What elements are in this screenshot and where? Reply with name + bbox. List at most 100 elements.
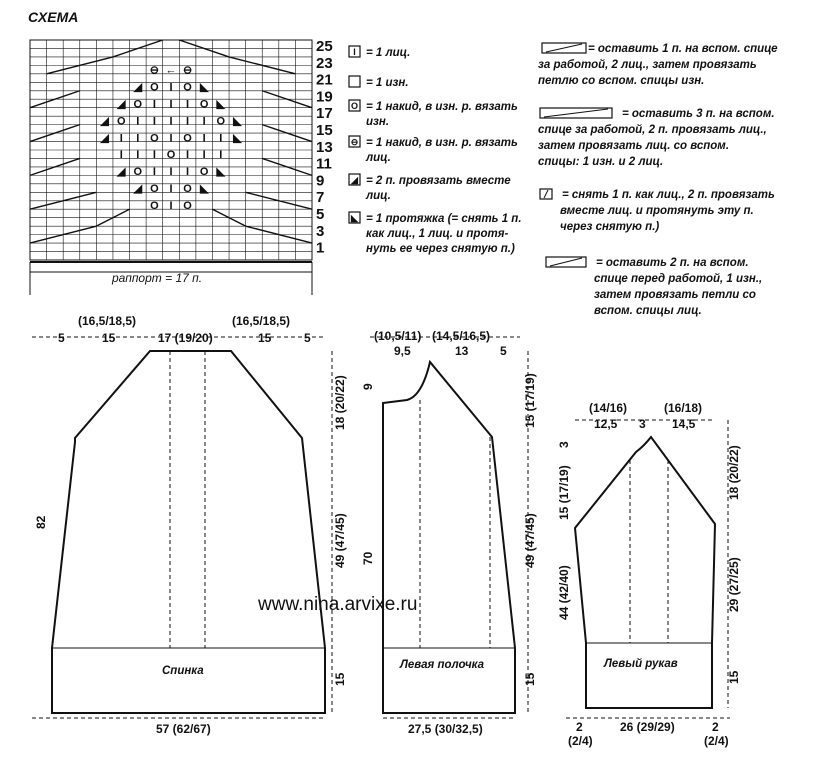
legend-cable-stroke <box>543 108 609 118</box>
front-side-label: 49 (47/45) <box>523 513 537 568</box>
legend-right-text: спице перед работой, 1 изн., <box>594 273 762 285</box>
back-dim-5: 5 <box>304 331 311 345</box>
sleeve-dim-3: 14,5 <box>672 417 696 431</box>
chart-stitch-symbol: ◢ <box>99 132 109 144</box>
front-dim-1: 9,5 <box>394 344 411 358</box>
legend-text: нуть ее через снятую п.) <box>366 243 515 255</box>
chart-stitch-symbol: ◣ <box>216 166 226 178</box>
chart-row-number: 23 <box>316 55 333 72</box>
sleeve-bottom-left-1: 2 <box>576 720 583 734</box>
chart-stitch-symbol: I <box>219 149 222 161</box>
chart-stitch-symbol: I <box>153 98 156 110</box>
sleeve-dim-1: 12,5 <box>594 417 618 431</box>
back-height-label: 82 <box>34 515 48 529</box>
sleeve-bottom-right-2: (2/4) <box>704 734 729 748</box>
legend-symbol-box <box>348 173 361 186</box>
legend-symbol-box <box>348 75 361 88</box>
back-name: Спинка <box>162 665 204 677</box>
chart-stitch-symbol: I <box>120 132 123 144</box>
legend-symbol: I <box>353 47 356 57</box>
legend-text: = 1 накид, в изн. р. вязать <box>366 101 518 113</box>
front-height-label: 70 <box>361 551 375 565</box>
legend-cable-stroke <box>543 189 549 199</box>
chart-stitch-symbol: ⊖ <box>183 65 192 77</box>
chart-row-number: 9 <box>316 172 324 189</box>
sleeve-band-label: 15 <box>727 670 741 684</box>
chart-stitch-symbol: I <box>186 115 189 127</box>
chart-stitch-symbol: O <box>183 200 192 212</box>
chart-stitch-symbol: I <box>136 149 139 161</box>
chart-stitch-symbol: ◣ <box>216 98 226 110</box>
sleeve-bottom-left-2: (2/4) <box>568 734 593 748</box>
legend-right-text: = снять 1 п. как лиц., 2 п. провязать <box>562 189 775 201</box>
diagram-title: СХЕМА <box>28 9 78 25</box>
legend-text: = 1 изн. <box>366 77 409 89</box>
chart-stitch-symbol: ⊖ <box>150 65 159 77</box>
chart-stitch-symbol: I <box>186 98 189 110</box>
chart-cable-stroke <box>96 208 130 227</box>
chart-stitch-symbol: ◢ <box>116 98 126 110</box>
sleeve-cap-left-label: 15 (17/19) <box>557 465 571 520</box>
chart-stitch-symbol: O <box>150 200 159 212</box>
front-neck-label: 9 <box>361 383 375 390</box>
legend-symbol: O <box>351 101 358 111</box>
sleeve-cap-top-label: 3 <box>557 441 571 448</box>
legend-right-text: петлю со вспом. спицы изн. <box>538 75 704 87</box>
chart-cable-stroke <box>228 56 296 75</box>
chart-stitch-symbol: O <box>216 115 225 127</box>
chart-cable-stroke <box>29 123 80 143</box>
legend-right-text: вместе лиц. и протянуть эту п. <box>560 205 754 217</box>
front-armhole-label: 15 (17/19) <box>523 373 537 428</box>
chart-stitch-symbol: I <box>153 115 156 127</box>
chart-stitch-symbol: I <box>203 115 206 127</box>
chart-cable-stroke <box>46 56 114 75</box>
sleeve-dim-2: 3 <box>639 417 646 431</box>
legend-text: лиц. <box>365 190 391 202</box>
chart-cable-stroke <box>29 225 97 244</box>
front-top-size-right: (14,5/16,5) <box>432 329 490 343</box>
legend-right-text: вспом. спицы лиц. <box>594 305 702 317</box>
front-dim-3: 5 <box>500 344 507 358</box>
sleeve-name: Левый рукав <box>603 658 678 670</box>
chart-stitch-symbol: O <box>150 82 159 94</box>
back-top-size-right: (16,5/18,5) <box>232 314 290 328</box>
back-dim-2: 15 <box>102 331 116 345</box>
sleeve-pattern: (14/16) (16/18) 12,5 3 14,5 3 15 (17/19)… <box>557 401 741 748</box>
chart-stitch-symbol: I <box>169 132 172 144</box>
legend-text: = 1 накид, в изн. р. вязать <box>366 137 518 149</box>
legend-right-text: через снятую п.) <box>560 221 659 233</box>
chart-row-number: 7 <box>316 189 324 206</box>
chart-cable-stroke <box>29 191 97 210</box>
chart-row-number: 1 <box>316 240 324 257</box>
chart-row-number: 15 <box>316 122 333 139</box>
chart-stitch-symbol: O <box>150 183 159 195</box>
legend-symbol-box <box>348 135 361 148</box>
sleeve-top-size-left: (14/16) <box>589 401 627 415</box>
legend-symbol-box <box>348 45 361 58</box>
legend-symbol: ◢ <box>350 175 359 185</box>
chart-stitch-symbol: O <box>167 149 176 161</box>
back-dim-3: 17 (19/20) <box>158 331 213 345</box>
chart-stitch-symbol: ◢ <box>99 115 109 127</box>
legend-text: как лиц., 1 лиц. и протя- <box>366 228 508 240</box>
chart-stitch-symbol: I <box>203 149 206 161</box>
back-top-size-left: (16,5/18,5) <box>78 314 136 328</box>
front-dim-2: 13 <box>455 344 469 358</box>
legend-right-text: затем провязать лиц. со вспом. <box>538 140 729 152</box>
chart-cable-stroke <box>29 157 80 177</box>
chart-cable-stroke <box>262 123 313 143</box>
sleeve-cap-right-label: 18 (20/22) <box>727 445 741 500</box>
legend-left: I = 1 лиц. = 1 изн. O = 1 накид, в изн. р. в… <box>348 45 522 255</box>
chart-cable-stroke <box>112 39 163 58</box>
sleeve-top-size-right: (16/18) <box>664 401 702 415</box>
legend-text: = 1 лиц. <box>366 47 410 59</box>
back-pattern: (16,5/18,5) (16,5/18,5) 5 15 17 (19/20) … <box>32 314 347 736</box>
chart-stitch-symbol: I <box>120 149 123 161</box>
back-band-label: 15 <box>333 672 347 686</box>
chart-stitch-symbol: O <box>183 82 192 94</box>
chart-stitch-symbol: I <box>169 115 172 127</box>
chart-stitch-symbol: ◣ <box>232 132 242 144</box>
front-band-label: 15 <box>523 672 537 686</box>
chart-stitch-symbol: I <box>169 98 172 110</box>
